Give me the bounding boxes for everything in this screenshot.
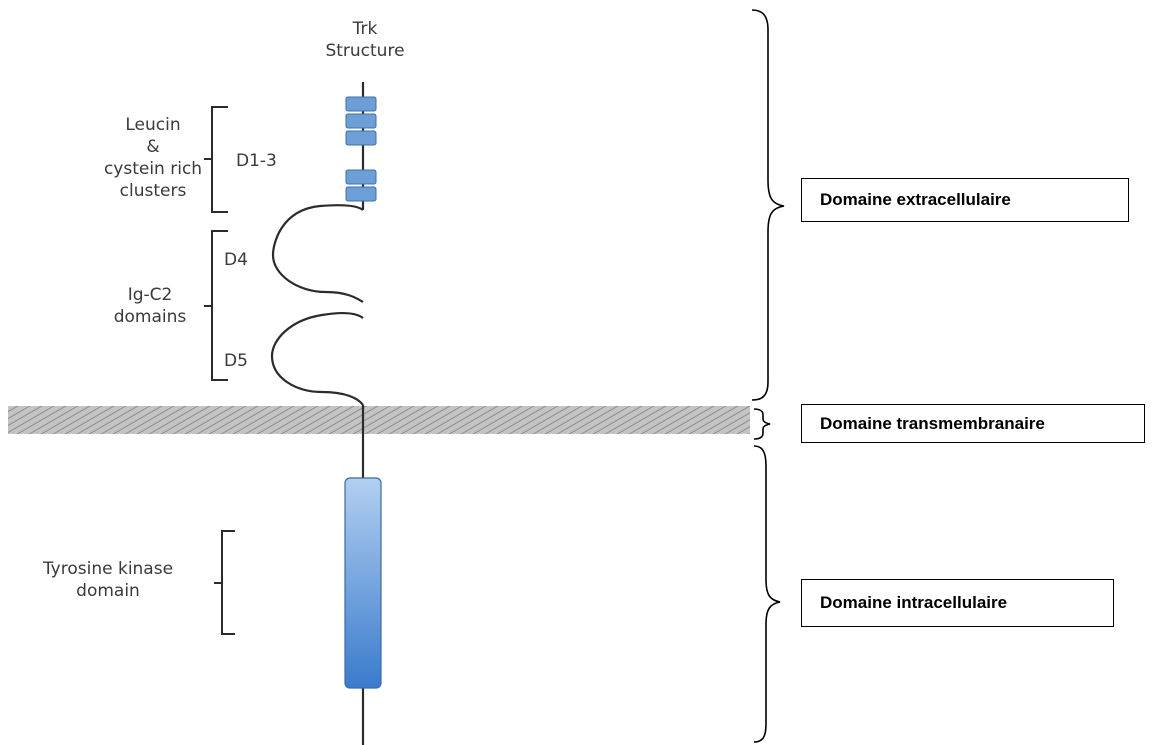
leucine-rich-blocks	[345, 96, 377, 202]
label-d5: D5	[224, 351, 248, 371]
label-leucine-clusters: Leucin & cystein rich clusters	[103, 115, 203, 201]
box-extracellular: Domaine extracellulaire	[801, 178, 1129, 222]
diagram-title: Trk Structure	[325, 19, 405, 61]
cell-membrane	[8, 406, 750, 434]
box-intracellular: Domaine intracellulaire	[801, 579, 1114, 627]
label-ig-c2-domains: Ig-C2 domains	[113, 285, 187, 327]
label-d4: D4	[224, 250, 248, 270]
label-d1-3: D1-3	[236, 151, 277, 171]
tyrosine-kinase-block	[344, 477, 382, 689]
right-braces	[751, 9, 785, 743]
label-tyrosine-kinase: Tyrosine kinase domain	[42, 559, 174, 601]
box-transmembrane: Domaine transmembranaire	[801, 404, 1145, 443]
left-brackets	[204, 106, 235, 635]
